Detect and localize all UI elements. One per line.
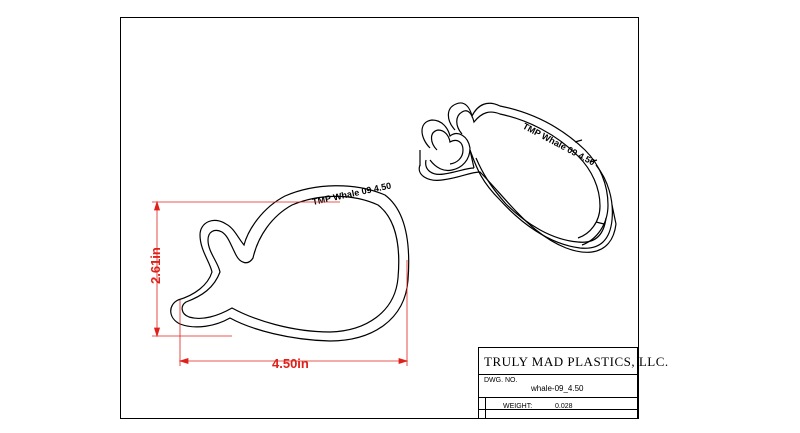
dwg-no-label: DWG. NO. [484, 377, 517, 384]
engraving-iso-text: TMP Whale 09 4.50 [521, 121, 597, 168]
title-block [478, 347, 638, 419]
dwg-no-value: whale-09_4.50 [530, 384, 584, 393]
company-name: TRULY MAD PLASTICS, LLC. [484, 354, 669, 369]
weight-value: 0.028 [555, 403, 573, 410]
sheet-border [120, 17, 639, 419]
cutter-outline-outer [170, 185, 410, 342]
width-dimension-label: 4.50in [272, 356, 309, 371]
cutter-outline-inner [181, 195, 400, 333]
cutter-top-view [170, 185, 410, 342]
dimension-lines [152, 200, 409, 366]
engraving-top: TMP Whale 09 4.50 [311, 180, 392, 206]
height-dimension-label: 2.61in [148, 247, 163, 284]
weight-label: WEIGHT: [503, 403, 532, 410]
engraving-text: TMP Whale 09 4.50 [311, 180, 392, 206]
cutter-iso-view [418, 102, 617, 253]
